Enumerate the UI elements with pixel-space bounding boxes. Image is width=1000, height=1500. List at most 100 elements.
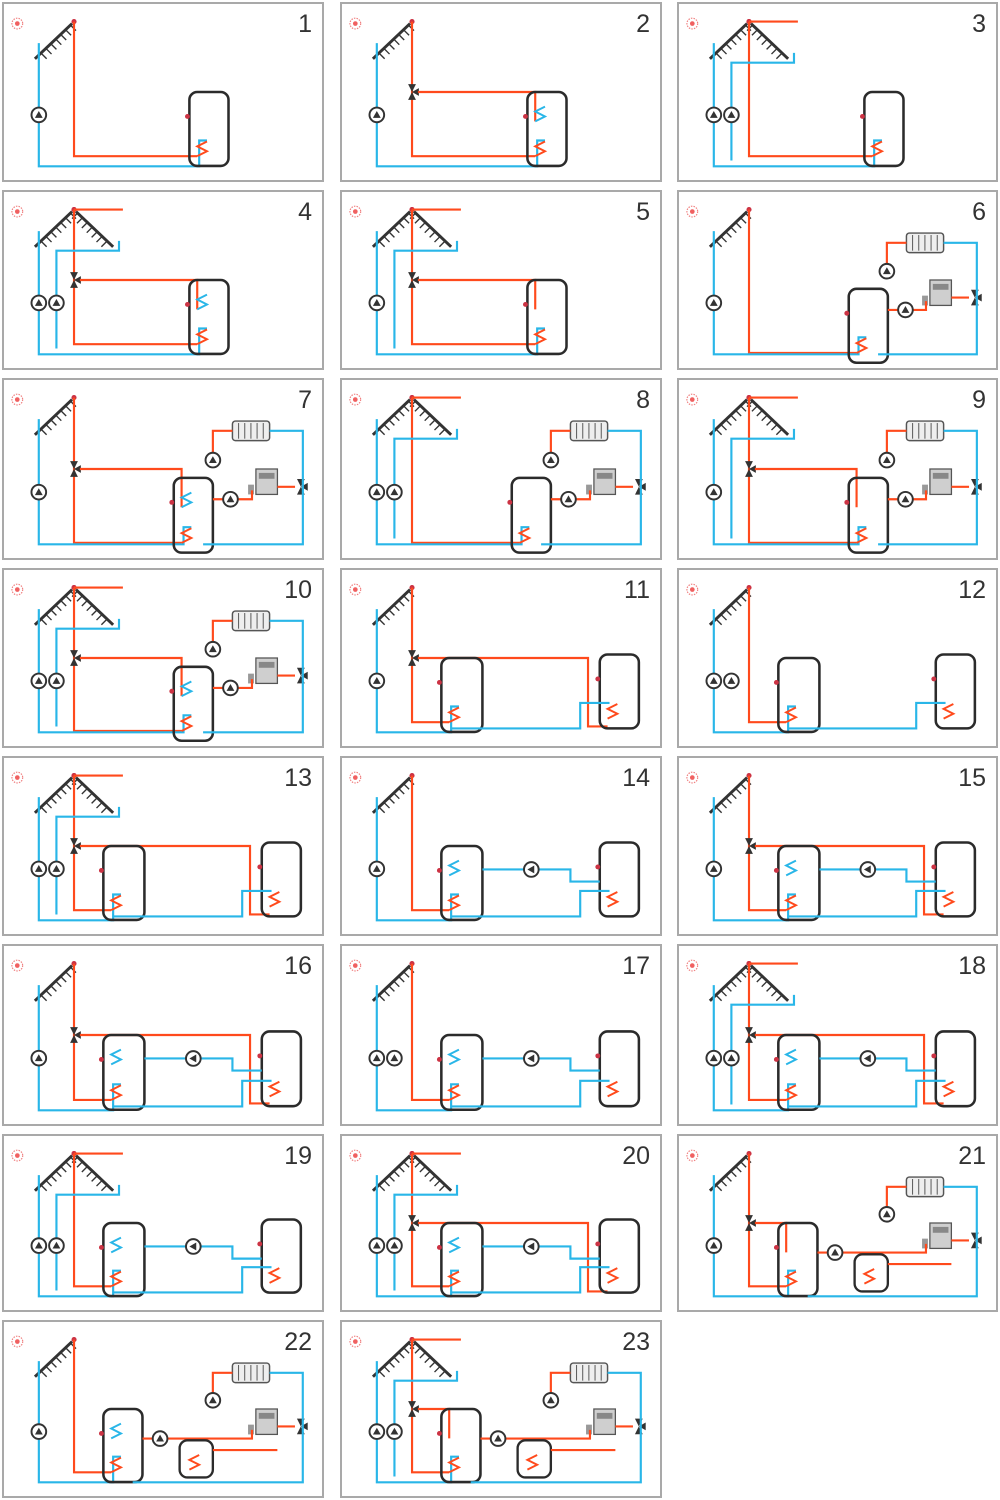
hot-supply-pipe (72, 587, 182, 733)
boiler-pump-icon (560, 490, 577, 508)
solar-collector (33, 19, 77, 60)
hot-branch-pipe (79, 844, 270, 916)
circulation-pump-icon (368, 860, 386, 878)
transfer-heat-exchanger (109, 1236, 124, 1254)
sun-icon (11, 1335, 24, 1348)
radiator-supply-pipe (885, 241, 907, 272)
second-tank-heat-exchanger (605, 891, 620, 908)
heating-pump-icon (204, 640, 222, 658)
cold-return-pipe (712, 609, 796, 734)
solar-collector (708, 585, 752, 626)
schematic-panel: 1 (2, 2, 324, 182)
sun-icon (11, 959, 24, 972)
hot-supply-pipe (747, 21, 873, 158)
transfer-heat-exchanger (783, 859, 799, 877)
storage-tank (847, 476, 890, 554)
boiler-icon (922, 279, 953, 307)
sun-icon (349, 17, 362, 30)
three-way-valve-icon (408, 84, 419, 100)
three-way-valve-icon (745, 461, 756, 477)
panel-number: 2 (636, 10, 650, 38)
boiler-pump-icon (897, 490, 914, 508)
solar-heat-exchanger (179, 715, 194, 732)
solar-collector (409, 395, 453, 436)
schematic-panel: 4 (2, 190, 324, 370)
solar-collector (371, 773, 415, 814)
hot-supply-pipe (72, 1339, 112, 1474)
transfer-pipe (482, 1245, 600, 1260)
hot-supply-pipe (410, 1153, 450, 1288)
solar-collector (371, 207, 415, 248)
tank-sensor (773, 1057, 779, 1062)
schematic-drawing (686, 959, 977, 1112)
storage-tank (777, 656, 821, 734)
tank-sensor (773, 868, 779, 873)
cold-return-pipe-2 (55, 618, 121, 727)
schematic-drawing (349, 17, 568, 168)
second-tank-heat-exchanger (941, 1080, 956, 1098)
panel-number: 9 (972, 386, 986, 414)
panel-number: 11 (624, 576, 650, 604)
heating-pump-icon (878, 262, 896, 280)
heating-return-pipe (878, 241, 978, 356)
boiler-icon (248, 657, 279, 685)
circulation-pump-icon (386, 1237, 403, 1254)
storage-tank (188, 278, 230, 356)
three-way-valve-icon (408, 272, 419, 288)
schematic-panel: 10 (2, 568, 324, 748)
sun-icon (11, 1149, 24, 1162)
storage-tank (847, 287, 890, 364)
tank-sensor (773, 1244, 779, 1250)
panel-number: 7 (298, 386, 312, 414)
solar-collector (708, 395, 752, 436)
panel-number: 18 (958, 952, 986, 980)
solar-heat-exchanger (447, 1270, 462, 1288)
transfer-pipe (144, 1245, 262, 1260)
solar-collector (371, 395, 415, 436)
heating-return-pipe (807, 1185, 978, 1298)
three-way-valve-icon (70, 838, 81, 854)
panel-number: 1 (298, 10, 312, 38)
storage-tank (172, 476, 215, 554)
heating-return-pipe (541, 429, 642, 546)
storage-tank (102, 844, 146, 922)
transfer-pump-icon (185, 1050, 202, 1067)
tank-sensor (98, 868, 104, 873)
transfer-pump-icon (859, 861, 877, 878)
schematic-drawing (686, 205, 982, 364)
tank-sensor (844, 499, 850, 505)
solar-collector (371, 1151, 415, 1192)
sun-icon (686, 205, 699, 218)
transfer-pipe (144, 1057, 262, 1072)
second-tank-heat-exchanger (941, 703, 956, 720)
second-tank-heat-exchanger (267, 891, 282, 908)
circulation-pump-icon (368, 1237, 386, 1254)
solar-heat-exchanger (446, 1084, 462, 1101)
storage-tank (102, 1221, 146, 1298)
schematic-panel: 7 (2, 378, 324, 560)
second-storage-tank (260, 841, 303, 918)
solar-collector (746, 19, 790, 60)
cold-return-pipe (375, 985, 459, 1112)
sun-icon (349, 1335, 362, 1348)
storage-tank (440, 1033, 484, 1112)
hot-supply-pipe (72, 963, 112, 1102)
second-tank-heat-exchanger (605, 703, 620, 720)
tank-sensor (436, 1244, 442, 1250)
schematic-drawing (686, 393, 982, 554)
tank-sensor (436, 1057, 442, 1062)
boiler-icon (248, 1408, 279, 1436)
schematic-drawing (11, 393, 308, 554)
cold-return-pipe (375, 797, 459, 922)
tank-sensor (595, 1241, 601, 1247)
hot-branch-pipe (754, 1221, 788, 1253)
sun-icon (11, 771, 24, 784)
circulation-pump-icon (368, 1423, 386, 1440)
second-storage-tank (598, 1218, 641, 1294)
storage-tank (440, 1407, 482, 1484)
radiator-supply-pipe (549, 1371, 571, 1401)
solar-heat-exchanger (533, 328, 548, 346)
cold-return-pipe-2 (730, 52, 796, 161)
panel-number: 4 (298, 198, 312, 226)
radiator-icon (231, 610, 271, 632)
